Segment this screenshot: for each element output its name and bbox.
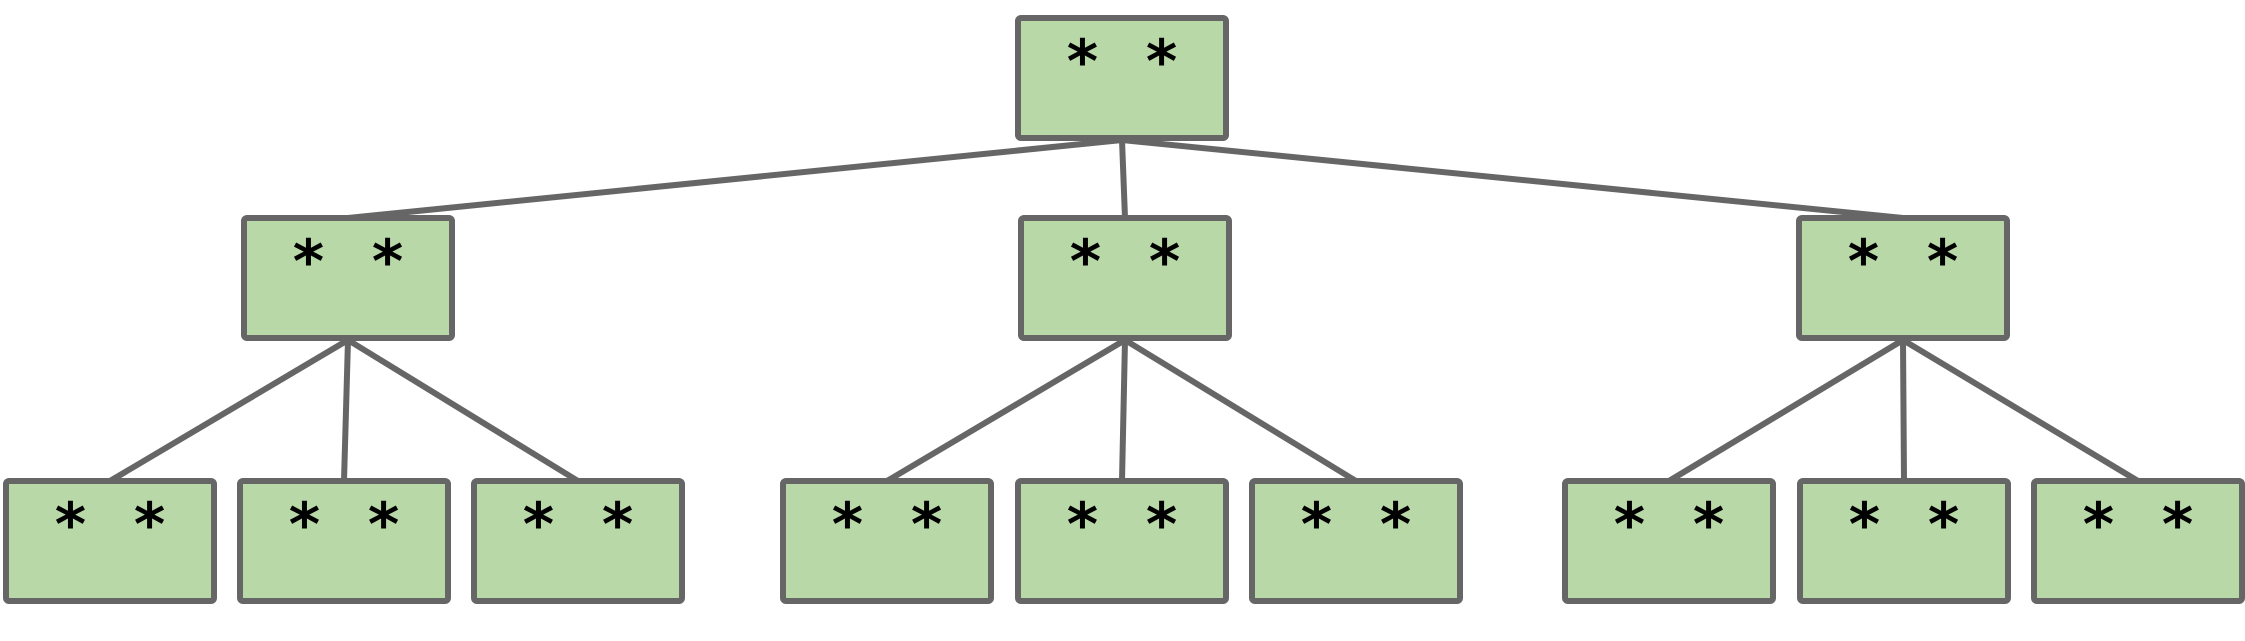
node-1-1-box [1015, 478, 1229, 604]
edge-node-root-to-node-1 [1119, 139, 1128, 219]
edge-node-0-to-node-0-1 [341, 339, 351, 482]
node-1-key-1: * [1149, 227, 1180, 297]
node-0-0-key-1: * [134, 490, 165, 560]
node-root: ** [1015, 15, 1229, 141]
node-1-0-key-1: * [911, 490, 942, 560]
node-1-2-key-0: * [1301, 490, 1332, 560]
node-2-1-key-0: * [1849, 490, 1880, 560]
node-1-key-0: * [1070, 227, 1101, 297]
node-2-key-1: * [1927, 227, 1958, 297]
node-0-key-1: * [372, 227, 403, 297]
node-1-0: ** [780, 478, 994, 604]
node-2-0-key-0: * [1614, 490, 1645, 560]
node-1-0-key-0: * [832, 490, 863, 560]
node-0-2: ** [471, 478, 685, 604]
edge-node-0-to-node-0-0 [108, 337, 350, 484]
node-1-1: ** [1015, 478, 1229, 604]
edge-node-1-to-node-1-0 [885, 337, 1127, 484]
node-2-1: ** [1797, 478, 2011, 604]
node-2-2-box [2031, 478, 2245, 604]
edge-node-root-to-node-0 [347, 137, 1123, 221]
edge-node-root-to-node-2 [1121, 137, 1904, 221]
node-2-2-key-0: * [2083, 490, 2114, 560]
node-2-2: ** [2031, 478, 2245, 604]
node-1-1-key-0: * [1067, 490, 1098, 560]
edge-node-2-to-node-2-2 [1901, 337, 2140, 484]
node-2-0-box [1562, 478, 1776, 604]
node-2: ** [1796, 215, 2010, 341]
node-2-box [1796, 215, 2010, 341]
node-0-1-key-1: * [368, 490, 399, 560]
node-0-2-key-1: * [602, 490, 633, 560]
node-root-key-0: * [1067, 27, 1098, 97]
node-root-box [1015, 15, 1229, 141]
node-0: ** [241, 215, 455, 341]
node-0-0-key-0: * [55, 490, 86, 560]
node-2-1-key-1: * [1928, 490, 1959, 560]
node-1-0-box [780, 478, 994, 604]
nodes: ************************** [3, 15, 2245, 604]
node-0-key-0: * [293, 227, 324, 297]
edge-node-1-to-node-1-2 [1123, 337, 1358, 484]
node-2-key-0: * [1848, 227, 1879, 297]
node-0-0-box [3, 478, 217, 604]
node-2-1-box [1797, 478, 2011, 604]
node-0-box [241, 215, 455, 341]
edge-node-1-to-node-1-1 [1119, 339, 1128, 482]
node-root-key-1: * [1146, 27, 1177, 97]
node-1-2: ** [1249, 478, 1463, 604]
node-0-1-key-0: * [289, 490, 320, 560]
edge-node-2-to-node-2-0 [1667, 337, 1905, 484]
node-0-0: ** [3, 478, 217, 604]
edges [108, 137, 2140, 484]
node-1-1-key-1: * [1146, 490, 1177, 560]
node-1-2-box [1249, 478, 1463, 604]
node-1: ** [1018, 215, 1232, 341]
node-0-2-key-0: * [523, 490, 554, 560]
edge-node-0-to-node-0-2 [346, 337, 580, 484]
node-0-1-box [237, 478, 451, 604]
node-2-2-key-1: * [2162, 490, 2193, 560]
node-1-box [1018, 215, 1232, 341]
node-2-0: ** [1562, 478, 1776, 604]
node-0-2-box [471, 478, 685, 604]
edge-node-2-to-node-2-1 [1900, 339, 1907, 482]
node-0-1: ** [237, 478, 451, 604]
node-1-2-key-1: * [1380, 490, 1411, 560]
node-2-0-key-1: * [1693, 490, 1724, 560]
